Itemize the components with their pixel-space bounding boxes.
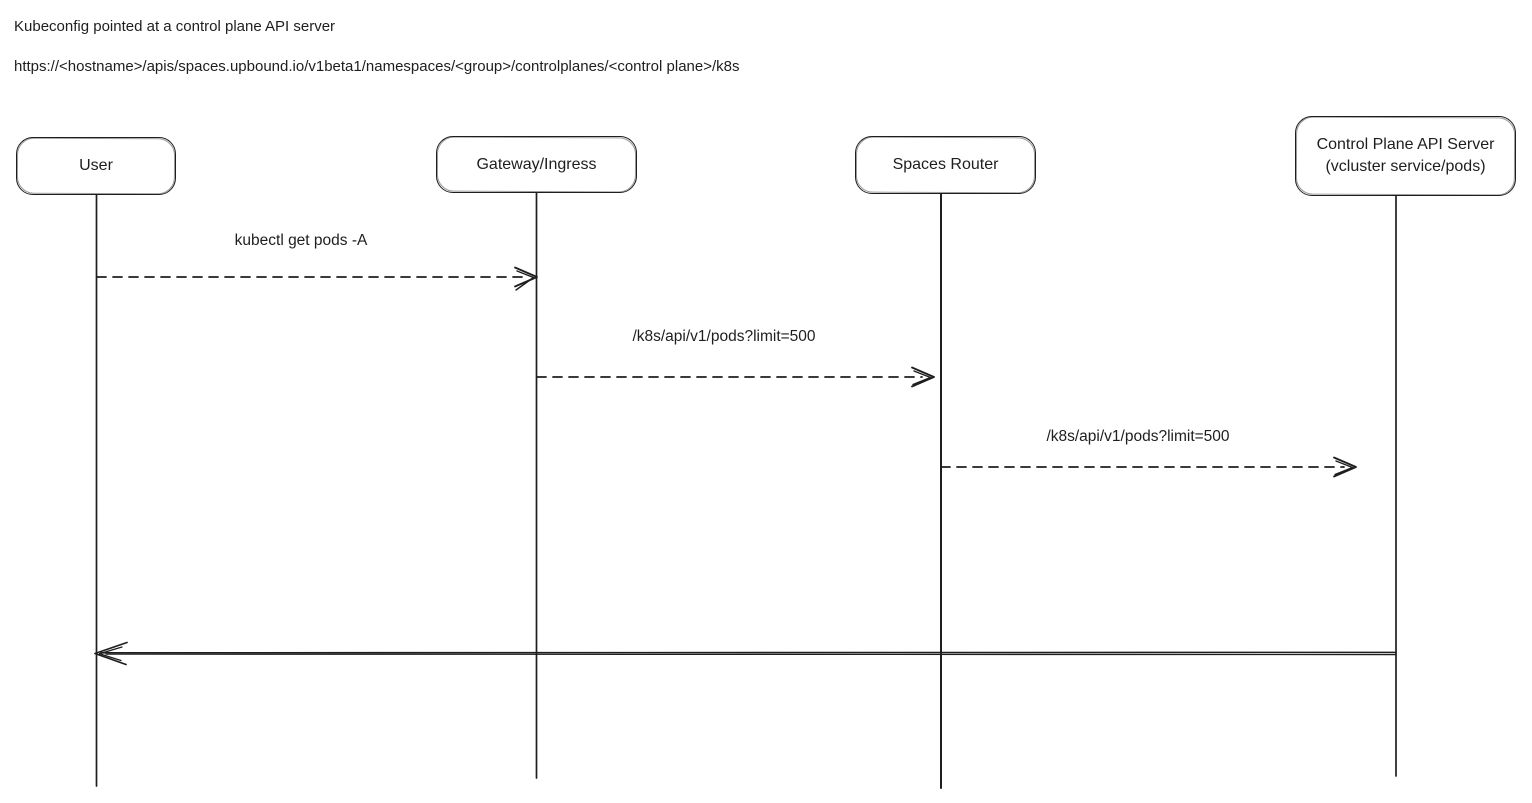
actor-spaces-router-label: Spaces Router (892, 156, 999, 173)
message-label-k8s-api-1: /k8s/api/v1/pods?limit=500 (632, 328, 816, 345)
message-arrow-3-head-echo (1334, 460, 1354, 476)
actor-gateway-ingress: Gateway/Ingress (436, 136, 637, 193)
message-arrow-1-head (514, 266, 538, 288)
actor-user-label: User (79, 157, 113, 174)
message-arrow-2-head-echo (912, 370, 932, 386)
actor-user: User (16, 137, 176, 195)
actor-gateway-ingress-label: Gateway/Ingress (476, 155, 597, 173)
actor-control-plane-sublabel: (vcluster service/pods) (1325, 158, 1486, 175)
message-arrow-1-head-echo (515, 270, 535, 291)
diagram-title: Kubeconfig pointed at a control plane AP… (14, 18, 336, 35)
return-arrow-head-echo (98, 646, 123, 662)
return-arrow-head (94, 641, 128, 666)
actor-control-plane-label: Control Plane API Server (1316, 136, 1495, 153)
message-arrow-3-head (1333, 456, 1357, 478)
actor-spaces-router: Spaces Router (855, 136, 1036, 194)
message-label-kubectl: kubectl get pods -A (234, 232, 368, 249)
kubeconfig-url: https://<hostname>/apis/spaces.upbound.i… (14, 58, 740, 75)
message-arrow-2-head (911, 366, 935, 388)
actor-control-plane-api-server: Control Plane API Server (vcluster servi… (1295, 116, 1516, 196)
message-label-k8s-api-2: /k8s/api/v1/pods?limit=500 (1046, 428, 1230, 445)
